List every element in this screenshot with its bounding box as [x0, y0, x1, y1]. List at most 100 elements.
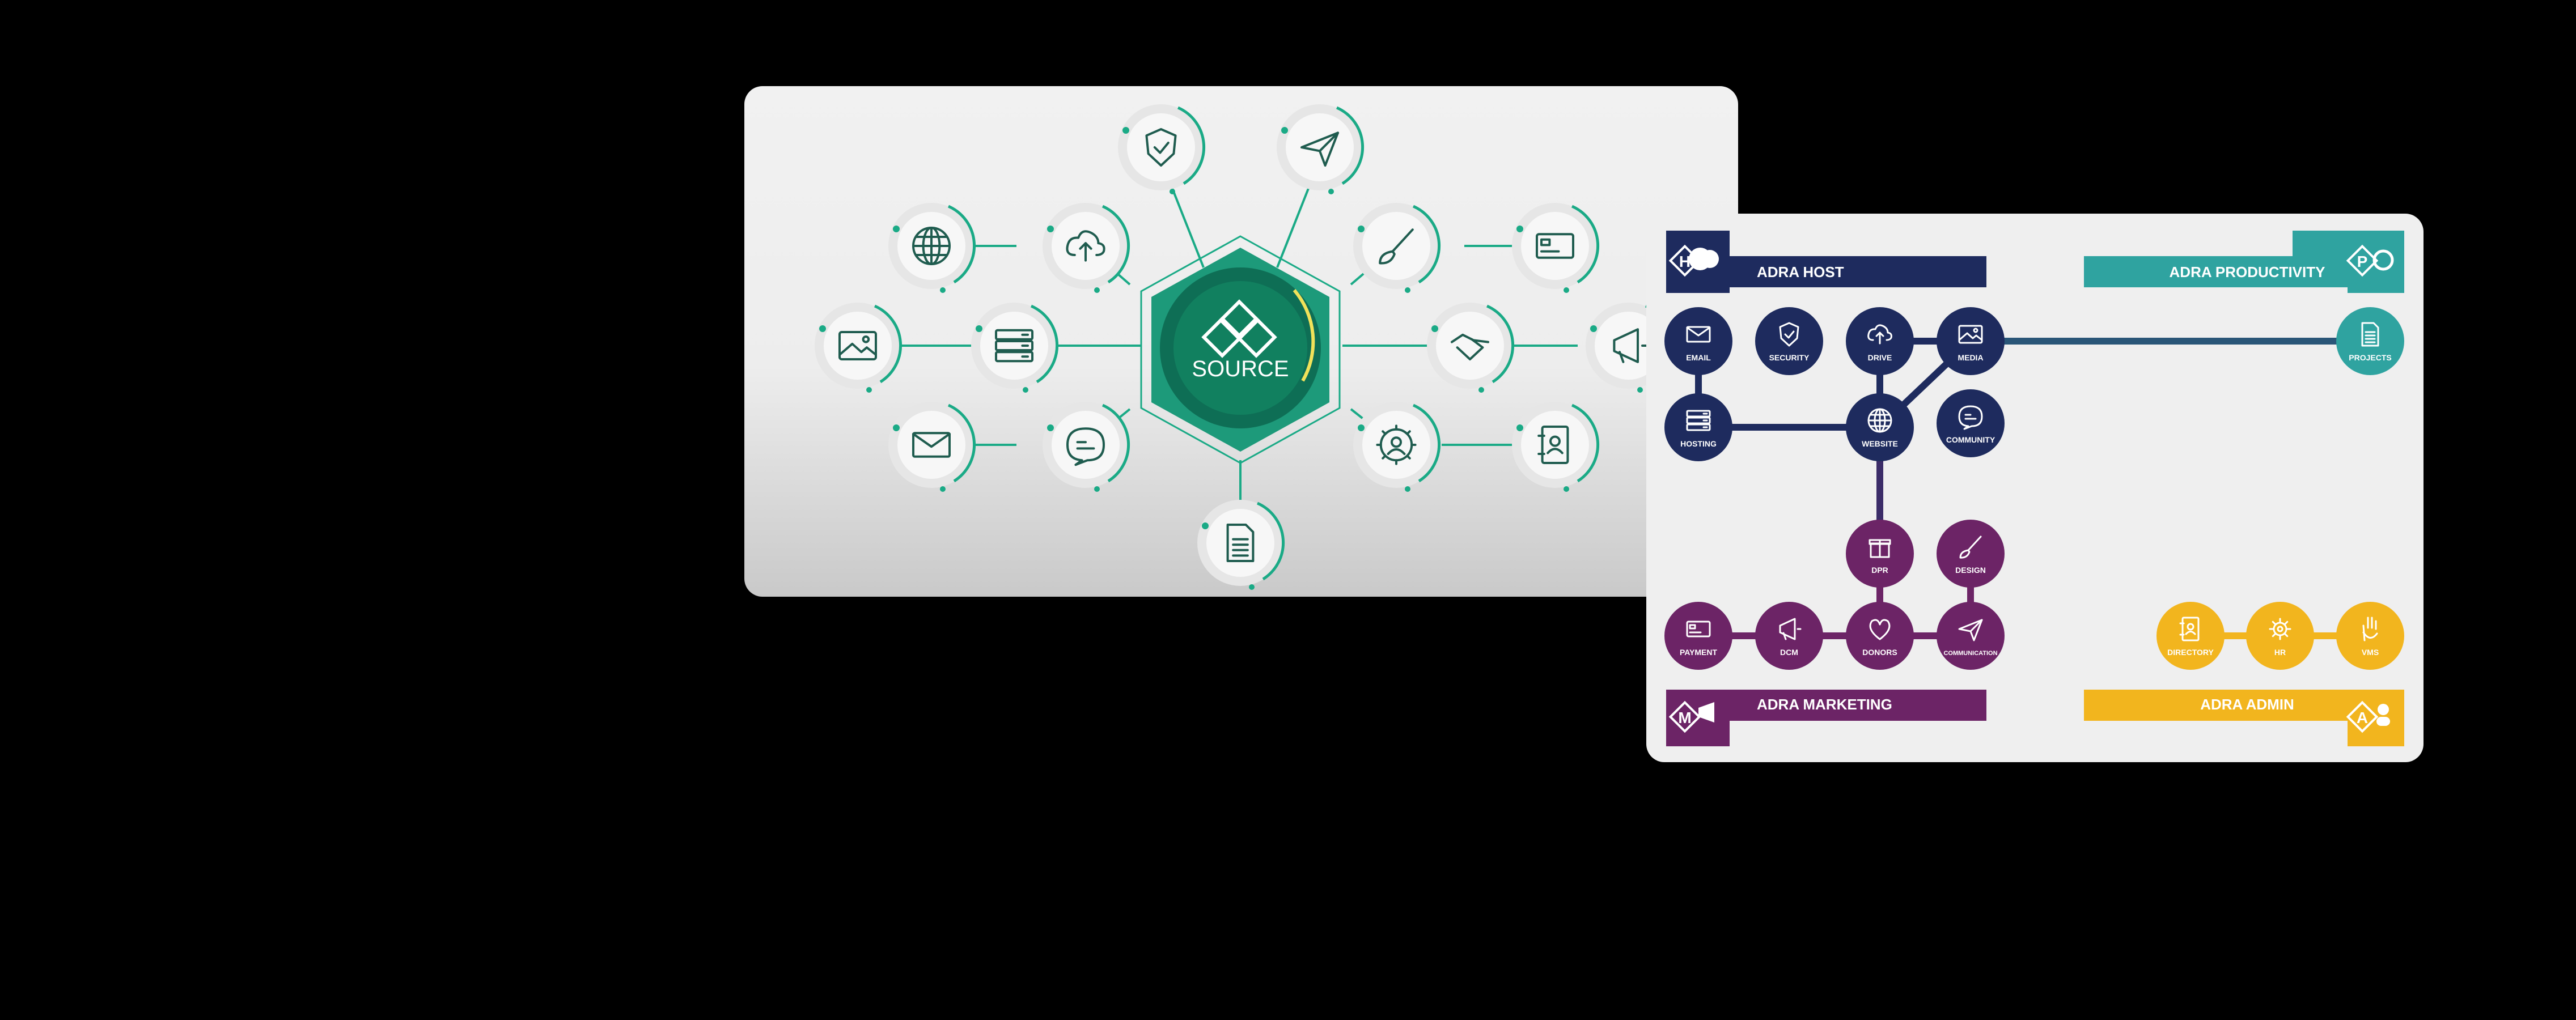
hub-inner-circle: [1173, 281, 1307, 415]
host-banner: H ADRA HOST: [1666, 231, 1986, 293]
server-icon: [995, 329, 1033, 363]
productivity-title: ADRA PRODUCTIVITY: [2170, 264, 2325, 280]
admin-title: ADRA ADMIN: [2200, 696, 2294, 713]
adra-node-design: DESIGN: [1937, 520, 2005, 588]
source-node-gear-user-icon: [1353, 402, 1441, 492]
marketing-title: ADRA MARKETING: [1757, 696, 1892, 713]
adra-node-label-community: COMMUNITY: [1946, 435, 1995, 444]
megaphone-icon: [1779, 618, 1802, 640]
credit-card-icon: [1536, 233, 1574, 259]
adra-node-label-email: EMAIL: [1686, 353, 1711, 362]
source-node-chat-icon: [1043, 402, 1130, 492]
address-book-icon: [1537, 426, 1569, 464]
adra-node-label-donors: DONORS: [1862, 648, 1897, 657]
admin-badge: A: [2357, 709, 2368, 726]
handshake-icon: [1451, 333, 1489, 360]
source-node-image-icon: [815, 303, 903, 393]
adra-node-hosting: HOSTING: [1664, 393, 1732, 461]
adra-node-label-media: MEDIA: [1958, 353, 1983, 362]
marketing-badge: M: [1678, 709, 1691, 726]
gift-icon: [1869, 539, 1891, 558]
adra-node-donors: DONORS: [1846, 602, 1914, 670]
adra-node-email: EMAIL: [1664, 307, 1732, 375]
globe-icon: [912, 227, 951, 265]
adra-node-label-vms: VMS: [2362, 648, 2379, 657]
adra-node-website: WEBSITE: [1846, 393, 1914, 461]
productivity-banner: P ADRA PRODUCTIVITY: [2084, 231, 2404, 293]
adra-node-label-dcm: DCM: [1780, 648, 1798, 657]
globe-icon: [1867, 408, 1892, 433]
productivity-badge: P: [2357, 253, 2368, 270]
source-node-document-icon: [1197, 500, 1285, 590]
gear-icon: [2372, 249, 2394, 271]
source-diagram-card: SOURCE: [744, 86, 1738, 597]
source-hub: SOURCE: [1140, 235, 1341, 464]
cloud-upload-icon: [1066, 230, 1105, 262]
adra-node-directory: DIRECTORY: [2156, 602, 2225, 670]
source-node-globe-icon: [888, 203, 976, 293]
image-icon: [838, 331, 877, 360]
adra-node-label-drive: DRIVE: [1868, 353, 1892, 362]
adra-node-payment: PAYMENT: [1664, 602, 1732, 670]
source-node-mail-icon: [888, 402, 976, 492]
adra-node-dpr: DPR: [1846, 520, 1914, 588]
adra-map: H ADRA HOST P ADRA PRODUCTIVITY M ADRA M…: [1664, 231, 2404, 746]
paintbrush-icon: [1379, 228, 1414, 265]
adra-node-label-communication: COMMUNICATION: [1943, 650, 1997, 657]
gear-user-icon: [1376, 424, 1417, 465]
cloud-upload-icon: [1867, 324, 1892, 345]
paper-plane-icon: [1300, 131, 1339, 167]
adra-node-label-hosting: HOSTING: [1680, 439, 1717, 448]
chat-icon: [1066, 427, 1105, 466]
shield-check-icon: [1145, 128, 1177, 167]
adra-node-hr: HR: [2246, 602, 2314, 670]
document-icon: [2361, 322, 2379, 347]
hub-outer-hexagon: [1140, 235, 1341, 464]
source-diagram: SOURCE: [815, 104, 1673, 590]
source-node-cloud-upload-icon: [1043, 203, 1130, 293]
credit-card-icon: [1686, 620, 1711, 638]
users-icon: [2376, 704, 2390, 726]
marketing-banner: M ADRA MARKETING: [1666, 690, 1986, 746]
adra-node-label-website: WEBSITE: [1862, 439, 1898, 448]
adra-node-label-design: DESIGN: [1955, 566, 1986, 575]
server-icon: [1686, 410, 1711, 431]
adra-node-community: COMMUNITY: [1937, 389, 2005, 457]
image-icon: [1958, 325, 1983, 344]
adra-node-label-payment: PAYMENT: [1680, 648, 1718, 657]
hub-label: SOURCE: [1192, 356, 1289, 381]
mail-icon: [912, 432, 951, 458]
hand-icon: [2362, 617, 2378, 641]
chat-icon: [1958, 405, 1983, 430]
host-badge: H: [1679, 253, 1690, 270]
adra-map-card: H ADRA HOST P ADRA PRODUCTIVITY M ADRA M…: [1646, 214, 2424, 762]
adra-node-security: SECURITY: [1755, 307, 1823, 375]
host-title: ADRA HOST: [1757, 264, 1844, 280]
adra-node-drive: DRIVE: [1846, 307, 1914, 375]
adra-node-label-projects: PROJECTS: [2349, 353, 2391, 362]
adra-node-media: MEDIA: [1937, 307, 2005, 375]
source-node-server-icon: [971, 303, 1059, 393]
admin-banner: A ADRA ADMIN: [2084, 690, 2404, 746]
source-node-address-book-icon: [1512, 402, 1600, 492]
heart-icon: [1869, 619, 1891, 640]
source-nodes: [815, 104, 1673, 590]
source-node-shield-check-icon: [1118, 104, 1206, 194]
source-node-paper-plane-icon: [1277, 104, 1365, 194]
mail-icon: [1686, 326, 1711, 343]
shield-check-icon: [1779, 322, 1799, 347]
address-book-icon: [2179, 617, 2200, 641]
adra-node-label-security: SECURITY: [1769, 353, 1810, 362]
adra-node-dcm: DCM: [1755, 602, 1823, 670]
source-node-handshake-icon: [1427, 303, 1515, 393]
paintbrush-icon: [1959, 536, 1982, 559]
paper-plane-icon: [1958, 619, 1983, 641]
megaphone-icon: [1613, 328, 1648, 363]
adra-nodes: EMAIL SECURITY DRIVE MEDIA PROJECTS HOSTING WE…: [1664, 307, 2404, 670]
source-logo-icon: [1201, 299, 1277, 358]
hub-accent-arc: [1293, 289, 1315, 382]
adra-node-label-hr: HR: [2274, 648, 2286, 657]
megaphone-icon: [1698, 702, 1714, 722]
document-icon: [1226, 524, 1255, 562]
